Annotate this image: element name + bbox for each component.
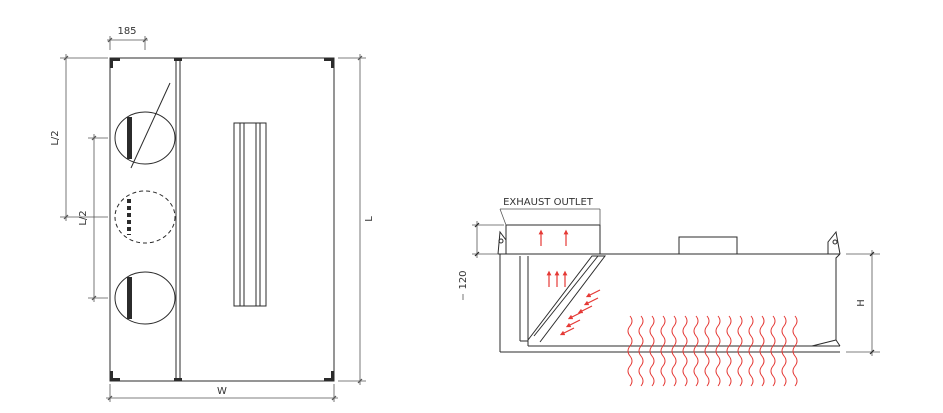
- top-view: [109, 57, 335, 382]
- heat-wave: [660, 315, 666, 387]
- heat-wave: [726, 315, 732, 387]
- duct-opening-top: [114, 111, 176, 165]
- dim-l-label: L: [364, 216, 375, 222]
- heat-wave: [715, 315, 721, 387]
- side-view-dimensions: [472, 221, 880, 356]
- heat-wave: [627, 315, 633, 387]
- hood-right-wall: [835, 253, 841, 347]
- exhaust-outlet-collar: [505, 224, 601, 255]
- heat-wave: [704, 315, 710, 387]
- airflow-arrows: [538, 229, 601, 336]
- duct-flange-top: [127, 117, 132, 159]
- damper-blade: [130, 82, 171, 169]
- dim-120-label: 120: [458, 270, 469, 289]
- heat-wave: [671, 315, 677, 387]
- heat-wave: [792, 315, 798, 387]
- dim-l-half-bottom-label: L/2: [78, 210, 89, 225]
- heat-wave: [682, 315, 688, 387]
- heat-wave: [748, 315, 754, 387]
- hood-body-outline: [109, 57, 335, 382]
- light-fixture: [233, 122, 267, 307]
- rising-heat-waves: [627, 315, 798, 387]
- corner-brackets: [110, 58, 334, 381]
- exhaust-outlet-label: EXHAUST OUTLET: [503, 197, 594, 208]
- duct-opening-bottom: [114, 271, 176, 325]
- side-view: [497, 224, 841, 353]
- dim-h-label: H: [856, 299, 867, 307]
- grease-filter: [527, 255, 607, 343]
- heat-wave: [649, 315, 655, 387]
- heat-wave: [781, 315, 787, 387]
- light-housing: [678, 236, 738, 255]
- hanging-bracket-right: [827, 230, 841, 255]
- dim-185-label: 185: [117, 26, 136, 37]
- heat-wave: [737, 315, 743, 387]
- heat-wave: [693, 315, 699, 387]
- dim-l-half-top-label: L/2: [50, 130, 61, 145]
- hanging-bracket-left: [497, 230, 507, 255]
- duct-flange-bottom: [127, 277, 132, 319]
- top-view-dimensions: [60, 36, 366, 402]
- heat-wave: [759, 315, 765, 387]
- heat-wave: [770, 315, 776, 387]
- duct-opening-optional: [114, 190, 176, 244]
- heat-wave: [638, 315, 644, 387]
- top-view-dim-ticks: [63, 37, 363, 401]
- dim-w-label: W: [217, 386, 227, 397]
- side-view-dim-ticks: [474, 222, 875, 355]
